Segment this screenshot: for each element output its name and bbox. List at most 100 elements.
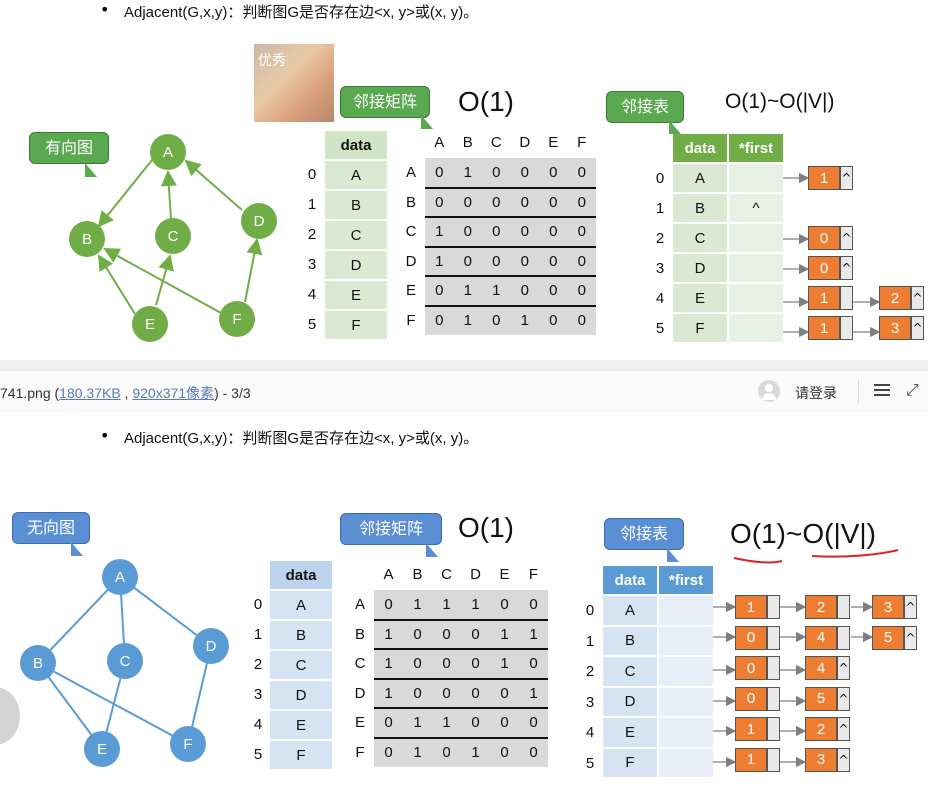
matrix-cell: 0 — [463, 223, 472, 241]
matrix-cell: 1 — [413, 714, 422, 732]
matrix-cell: 0 — [442, 625, 451, 643]
list-row-index: 1 — [655, 200, 665, 217]
slide-undirected-graph: • Adjacent(G,x,y)：判断图G是否存在边<x, y>或(x, y)… — [0, 412, 928, 795]
matrix-col-label: D — [470, 566, 481, 583]
matrix-cell: 1 — [435, 252, 444, 270]
matrix-row-divider — [425, 216, 596, 218]
matrix-cell: 1 — [471, 596, 480, 614]
matrix-col-label: C — [441, 566, 452, 583]
edge-node: 0 — [808, 226, 840, 250]
graph-node-f: F — [170, 726, 206, 762]
list-row-index: 4 — [585, 724, 595, 741]
graph-node-a: A — [150, 134, 186, 170]
list-row-index: 0 — [655, 170, 665, 187]
matrix-cell: 0 — [463, 193, 472, 211]
matrix-row-divider — [425, 186, 596, 189]
null-pointer-icon: ^ — [837, 717, 850, 741]
matrix-cell: 0 — [471, 714, 480, 732]
next-pointer — [767, 717, 780, 741]
login-button[interactable]: 请登录 — [795, 386, 837, 402]
list-row-index: 0 — [585, 602, 595, 619]
matrix-cell: 0 — [577, 282, 586, 300]
matrix-cell: 0 — [442, 655, 451, 673]
edge-a-b — [37, 576, 121, 664]
null-pointer-icon: ^ — [837, 686, 850, 711]
matrix-cell: 1 — [463, 282, 472, 300]
data-cell-f: F — [270, 741, 332, 769]
next-pointer — [767, 747, 780, 772]
graph-node-e: E — [132, 306, 168, 342]
list-row-index: 5 — [585, 754, 595, 772]
matrix-cell: 1 — [384, 655, 393, 673]
callout-tail — [85, 163, 97, 177]
matrix-col-label: A — [383, 566, 394, 583]
edge-f-d — [244, 238, 263, 303]
matrix-cell: 0 — [500, 596, 509, 614]
list-vertex-d: D — [673, 254, 727, 282]
matrix-cell: 0 — [384, 743, 393, 761]
matrix-row-divider — [374, 707, 548, 709]
edge-node: 4 — [805, 656, 837, 680]
edge-node: 0 — [808, 256, 840, 280]
file-size-link[interactable]: 180.37KB — [59, 385, 121, 401]
next-pointer — [767, 686, 780, 711]
data-cell-a: A — [325, 161, 387, 189]
callout-adjacency-matrix: 邻接矩阵 — [340, 513, 442, 557]
matrix-cell: 0 — [471, 655, 480, 673]
edge-node: 3 — [879, 316, 911, 340]
callout-tail — [71, 542, 83, 556]
row-index: 4 — [253, 716, 263, 733]
matrix-cell: 0 — [529, 655, 538, 673]
fullscreen-icon[interactable]: ⤢ — [906, 380, 919, 399]
matrix-cell: 0 — [471, 684, 480, 702]
matrix-cell: 1 — [384, 625, 393, 643]
callout-tail — [421, 115, 433, 129]
list-row-index: 3 — [585, 693, 595, 711]
matrix-cell: 1 — [435, 223, 444, 241]
image-dimensions-link[interactable]: 920x371像素 — [132, 385, 215, 401]
list-first-pointer — [729, 284, 783, 312]
list-first-pointer — [729, 254, 783, 282]
callout-list-label: 邻接表 — [619, 524, 668, 543]
edge-node: 0 — [735, 656, 767, 680]
matrix-cell: 0 — [500, 684, 509, 702]
edge-d-a — [184, 159, 243, 211]
matrix-cell: 0 — [500, 714, 509, 732]
matrix-row-label: B — [354, 625, 365, 643]
list-first-pointer — [659, 657, 713, 686]
data-cell-b: B — [270, 621, 332, 649]
list-vertex-e: E — [673, 284, 727, 312]
next-pointer — [837, 595, 850, 619]
matrix-cell: 0 — [413, 625, 422, 643]
list-vertex-b: B — [673, 194, 727, 222]
matrix-row-divider — [425, 275, 596, 277]
matrix-col-label: D — [519, 134, 531, 151]
matrix-complexity: O(1) — [458, 86, 514, 117]
matrix-cell: 1 — [413, 596, 422, 614]
graph-node-a: A — [102, 559, 138, 595]
graph-node-f: F — [219, 301, 255, 337]
list-data-header: data — [673, 134, 727, 162]
bullet-dot: • — [100, 426, 110, 445]
graph-node-d: D — [241, 203, 277, 239]
list-row-index: 5 — [655, 320, 665, 337]
list-vertex-a: A — [673, 164, 727, 192]
matrix-cell: 1 — [529, 625, 538, 643]
matrix-cell: 0 — [520, 193, 529, 211]
file-info: 741.png (180.37KB , 920x371像素) - 3/3 — [0, 383, 251, 403]
matrix-col-label: A — [434, 134, 445, 151]
edge-node: 2 — [879, 286, 911, 310]
user-avatar-icon[interactable] — [758, 380, 780, 402]
edge-node: 2 — [805, 717, 837, 741]
matrix-cell: 0 — [549, 252, 558, 270]
menu-icon[interactable] — [874, 382, 890, 398]
row-index: 5 — [307, 316, 317, 333]
matrix-cell: 1 — [442, 714, 451, 732]
list-vertex-f: F — [673, 314, 727, 342]
list-vertex-b: B — [603, 626, 657, 655]
matrix-row-divider — [374, 677, 548, 680]
data-cell-c: C — [325, 221, 387, 249]
graph-node-b: B — [69, 221, 105, 257]
side-scroll-handle[interactable] — [0, 687, 20, 745]
matrix-col-label: E — [548, 134, 559, 151]
